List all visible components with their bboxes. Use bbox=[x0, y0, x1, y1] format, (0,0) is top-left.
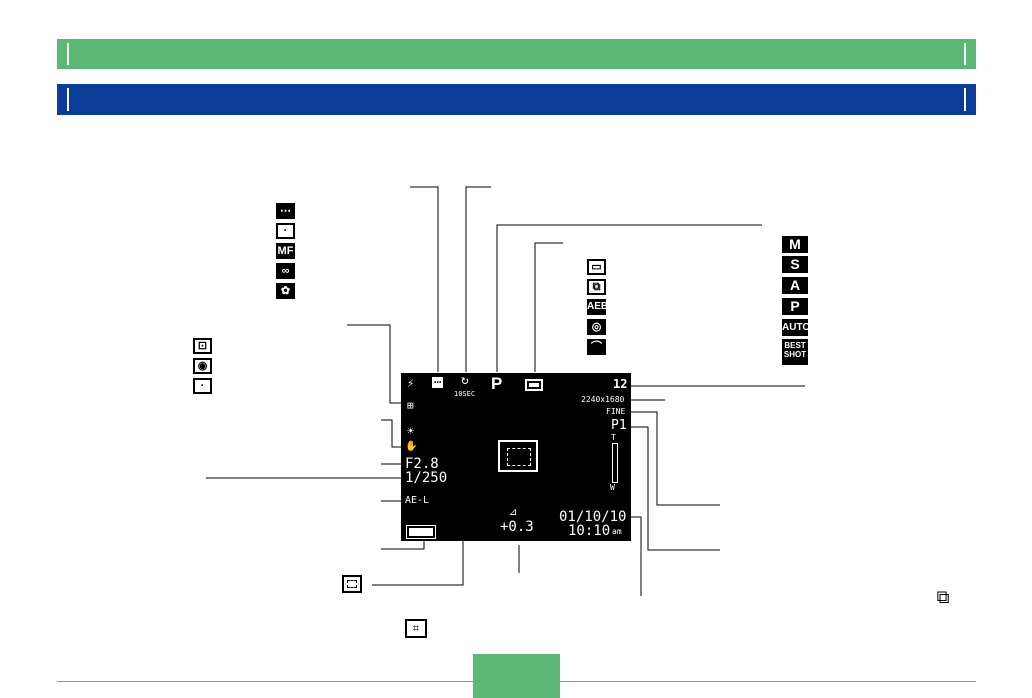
drive-multi-icon: ◎ bbox=[587, 319, 606, 335]
zoom-tele-label: T bbox=[611, 433, 616, 442]
metering-multi-icon: ⊡ bbox=[193, 338, 212, 354]
section-bar-green bbox=[57, 39, 976, 69]
ae-lock-label: AE-L bbox=[405, 495, 430, 506]
zoom-wide-label: W bbox=[610, 483, 615, 492]
continuous-shot-icon: ⧉ bbox=[936, 587, 950, 608]
focus-spot-icon: · bbox=[276, 223, 295, 239]
shutter-speed-value: 1/250 bbox=[405, 470, 448, 486]
aperture-value: F2.8 bbox=[405, 456, 439, 472]
focus-infinity-icon: ∞ bbox=[276, 263, 295, 279]
mode-best-shot-icon: BEST SHOT bbox=[782, 339, 808, 365]
metering-center-icon: ◉ bbox=[193, 358, 212, 374]
shake-warning-icon: ✋ bbox=[405, 441, 418, 452]
zoom-bar bbox=[612, 443, 618, 483]
mode-auto-icon: AUTO bbox=[782, 319, 810, 336]
bar-edge-left bbox=[67, 43, 69, 65]
drive-panorama-icon: ⌒ bbox=[587, 339, 606, 355]
drive-continuous-icon: ⧉ bbox=[587, 279, 606, 295]
focus-macro-icon: ✿ bbox=[276, 283, 295, 299]
focus-mf-icon: MF bbox=[276, 243, 295, 259]
metering-indicator-icon: ⊞ bbox=[407, 399, 414, 412]
flash-icon: ⚡ bbox=[407, 376, 415, 390]
page-number-tab bbox=[473, 654, 560, 698]
resolution-label: 2240x1680 bbox=[581, 395, 625, 404]
drive-indicator-icon bbox=[525, 379, 543, 391]
bar-edge-right bbox=[964, 88, 966, 111]
focus-frame bbox=[498, 440, 538, 472]
mode-p-icon: P bbox=[782, 298, 808, 315]
mode-m-icon: M bbox=[782, 236, 808, 253]
landscape-icon: ⌗ bbox=[405, 619, 427, 638]
bar-edge-left bbox=[67, 88, 69, 111]
drive-single-icon: ▭ bbox=[587, 259, 606, 275]
mode-indicator: P bbox=[491, 374, 503, 393]
time-label: 10:10 bbox=[568, 523, 611, 539]
white-balance-icon: ☀ bbox=[407, 424, 415, 438]
am-pm-label: am bbox=[612, 527, 622, 536]
shots-remaining: 12 bbox=[613, 377, 628, 391]
metering-spot-icon: · bbox=[193, 378, 212, 394]
self-timer-icon: ↻ bbox=[461, 373, 469, 388]
mode-s-icon: S bbox=[782, 256, 808, 273]
drive-aeb-icon: AEB bbox=[587, 299, 608, 315]
section-bar-blue bbox=[57, 84, 976, 115]
exposure-comp-icon: ⊿ bbox=[509, 507, 518, 518]
quality-label: FINE bbox=[606, 407, 626, 416]
mode-a-icon: A bbox=[782, 277, 808, 294]
focus-indicator-icon: ⋯ bbox=[432, 375, 444, 389]
battery-icon bbox=[406, 525, 436, 539]
self-timer-label: 10SEC bbox=[454, 390, 476, 398]
focus-af-icon: ⋯ bbox=[276, 203, 295, 219]
bar-edge-right bbox=[964, 43, 966, 65]
zoom-position: P1 bbox=[611, 418, 627, 433]
focus-frame-icon bbox=[342, 575, 362, 593]
lcd-screen: ⚡ ⋯ ↻ 10SEC P 12 2240x1680 FINE ⊞ P1 T W… bbox=[401, 373, 631, 541]
exposure-comp-value: +0.3 bbox=[500, 519, 534, 535]
date-label: 01/10/10 bbox=[559, 509, 627, 525]
